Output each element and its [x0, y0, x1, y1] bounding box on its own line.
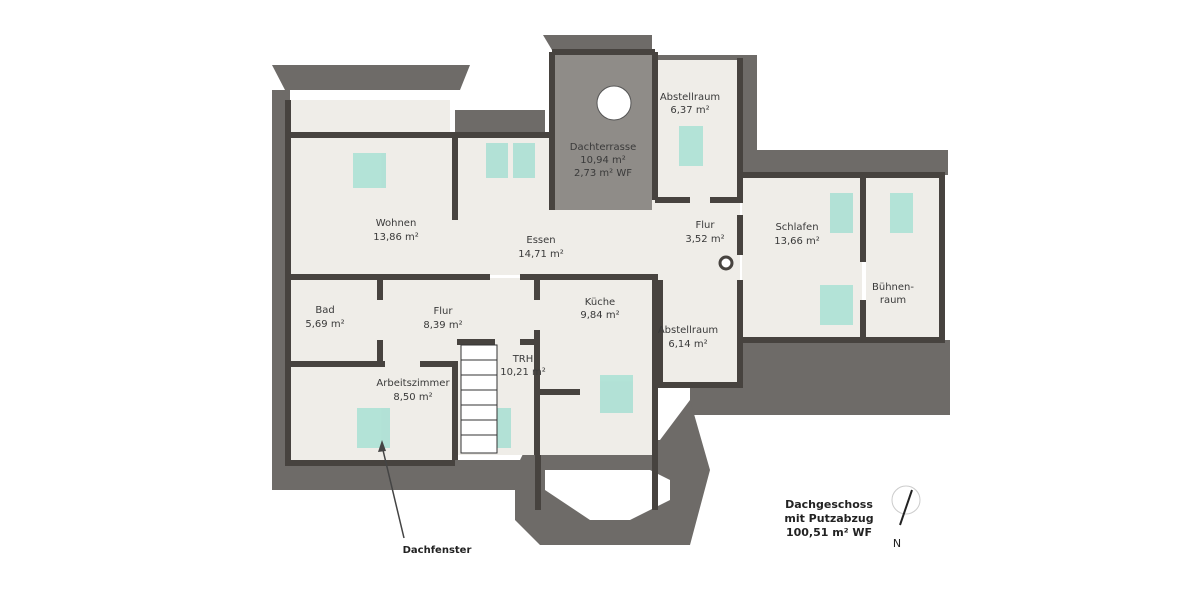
room-name: Essen	[526, 235, 555, 246]
skylight-icon	[820, 285, 853, 325]
room-area: 3,52 m²	[685, 234, 724, 245]
skylight-icon	[513, 143, 535, 178]
north-label: N	[893, 537, 901, 550]
room-name: TRH	[512, 354, 534, 365]
skylight-icon	[890, 193, 913, 233]
skylight-icon	[679, 126, 703, 166]
arrow-head-icon	[378, 440, 386, 452]
room-area: 5,69 m²	[305, 319, 344, 330]
chimney-icon	[718, 255, 734, 271]
compass-icon	[891, 485, 921, 526]
room-labels: Wohnen 13,86 m² Essen 14,71 m² Dachterra…	[305, 92, 914, 403]
svg-text:Dachgeschoss: Dachgeschoss	[785, 498, 873, 511]
skylight-icon	[357, 408, 390, 448]
terrace-deck	[555, 55, 652, 210]
skylight-icon	[600, 375, 633, 413]
room-name: Dachterrasse	[570, 142, 636, 153]
room-name: Abstellraum	[658, 325, 718, 336]
svg-text:mit Putzabzug: mit Putzabzug	[784, 512, 873, 525]
svg-text:100,51 m² WF: 100,51 m² WF	[786, 526, 872, 539]
room-name: Schlafen	[775, 222, 818, 233]
room-name: Bühnen-	[872, 282, 914, 293]
room-area: 9,84 m²	[580, 310, 619, 321]
room-area: 8,39 m²	[423, 320, 462, 331]
callout-arrow	[381, 445, 405, 539]
room-area: raum	[880, 295, 906, 306]
room-area: 10,21 m²	[500, 367, 546, 378]
room-name: Flur	[696, 220, 716, 231]
skylight-icon	[830, 193, 853, 233]
room-name: Bad	[315, 305, 334, 316]
room-extra: 2,73 m² WF	[574, 168, 632, 179]
room-name: Wohnen	[376, 218, 417, 229]
skylight-icon	[353, 153, 386, 188]
room-area: 6,37 m²	[670, 105, 709, 116]
terrace-table-icon	[596, 85, 632, 121]
callout-label: Dachfenster	[403, 545, 472, 556]
room-area: 6,14 m²	[668, 339, 707, 350]
plan-title: Dachgeschoss mit Putzabzug 100,51 m² WF	[784, 498, 873, 539]
room-name: Flur	[434, 306, 454, 317]
room-name: Küche	[585, 297, 615, 308]
room-name: Arbeitszimmer	[376, 378, 450, 389]
room-area: 8,50 m²	[393, 392, 432, 403]
room-area: 13,86 m²	[373, 232, 419, 243]
room-area: 14,71 m²	[518, 249, 564, 260]
room-area: 13,66 m²	[774, 236, 820, 247]
walls	[285, 49, 945, 510]
skylight-icon	[486, 143, 508, 178]
room-area: 10,94 m²	[580, 155, 626, 166]
room-name: Abstellraum	[660, 92, 720, 103]
staircase-icon	[460, 344, 498, 454]
